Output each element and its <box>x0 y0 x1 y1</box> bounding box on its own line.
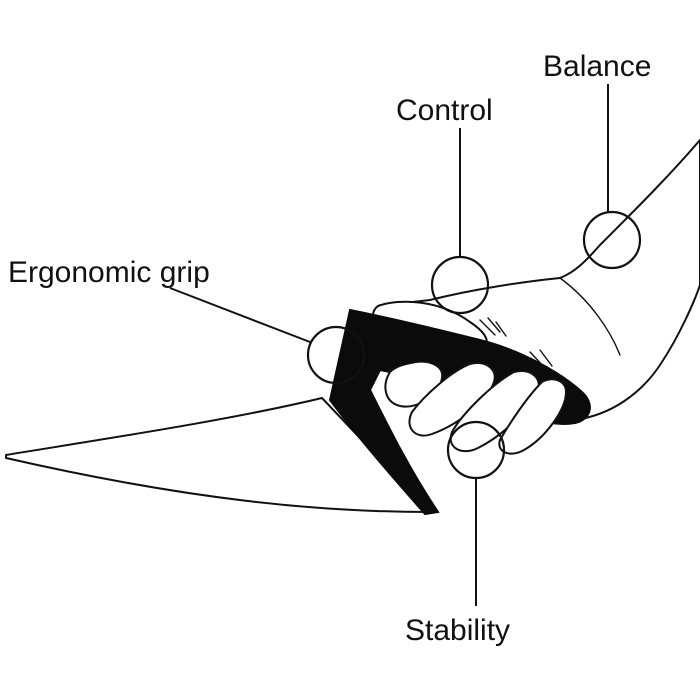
control-label: Control <box>396 94 493 127</box>
ergonomic-grip-leader <box>169 287 311 343</box>
stability-label: Stability <box>405 614 510 647</box>
ergonomic-grip-label: Ergonomic grip <box>8 256 210 289</box>
balance-ring <box>582 210 642 270</box>
fingers <box>384 360 567 455</box>
balance-label: Balance <box>543 50 651 83</box>
ergonomic-grip-ring <box>306 325 366 385</box>
